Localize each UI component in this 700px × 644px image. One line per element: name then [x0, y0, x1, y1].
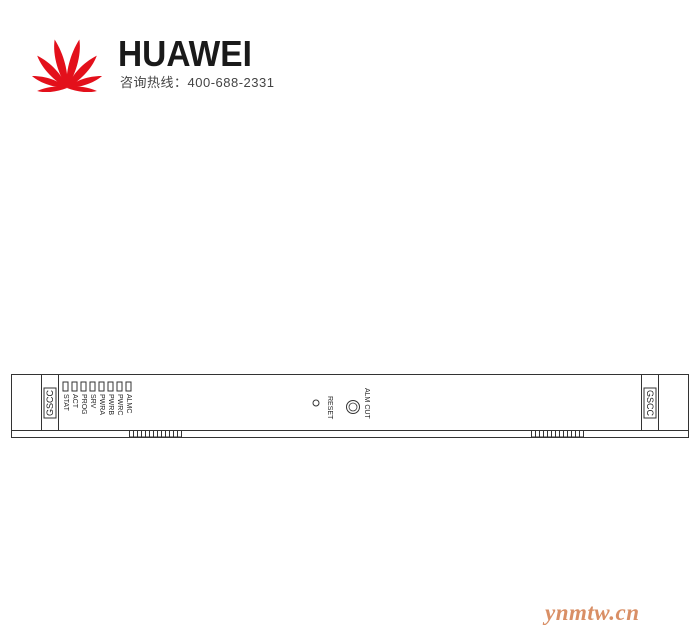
- led-pwra: [98, 381, 105, 392]
- hotline-text: 咨询热线：400-688-2331: [120, 75, 275, 90]
- alarm-cut-label: ALM CUT: [363, 388, 370, 419]
- vent-slots-left: [129, 430, 182, 438]
- board-name-right: GSCC: [645, 390, 655, 417]
- led-almc: [125, 381, 132, 392]
- led-label-pwra: PWRA: [98, 394, 105, 415]
- board-name-left: GSCC: [45, 389, 55, 416]
- alarm-cut-button[interactable]: [346, 400, 360, 414]
- led-pwrc: [116, 381, 123, 392]
- led-prog: [80, 381, 87, 392]
- led-stat: [62, 381, 69, 392]
- led-label-pwrb: PWRB: [107, 394, 114, 415]
- reset-label: RESET: [326, 396, 333, 420]
- vent-slots-right: [531, 430, 584, 438]
- huawei-logo-icon: [31, 39, 103, 92]
- watermark-text: ynmtw.cn: [545, 600, 640, 625]
- reset-button[interactable]: [312, 399, 320, 407]
- led-act: [71, 381, 78, 392]
- brand-name: HUAWEI: [118, 33, 252, 74]
- led-label-pwrc: PWRC: [116, 394, 123, 415]
- led-label-act: ACT: [71, 394, 78, 409]
- led-pwrb: [107, 381, 114, 392]
- led-label-stat: STAT: [62, 394, 69, 412]
- led-label-almc: ALMC: [125, 394, 132, 413]
- led-label-prog: PROG: [80, 394, 87, 415]
- led-srv: [89, 381, 96, 392]
- led-label-srv: SRV: [89, 394, 96, 409]
